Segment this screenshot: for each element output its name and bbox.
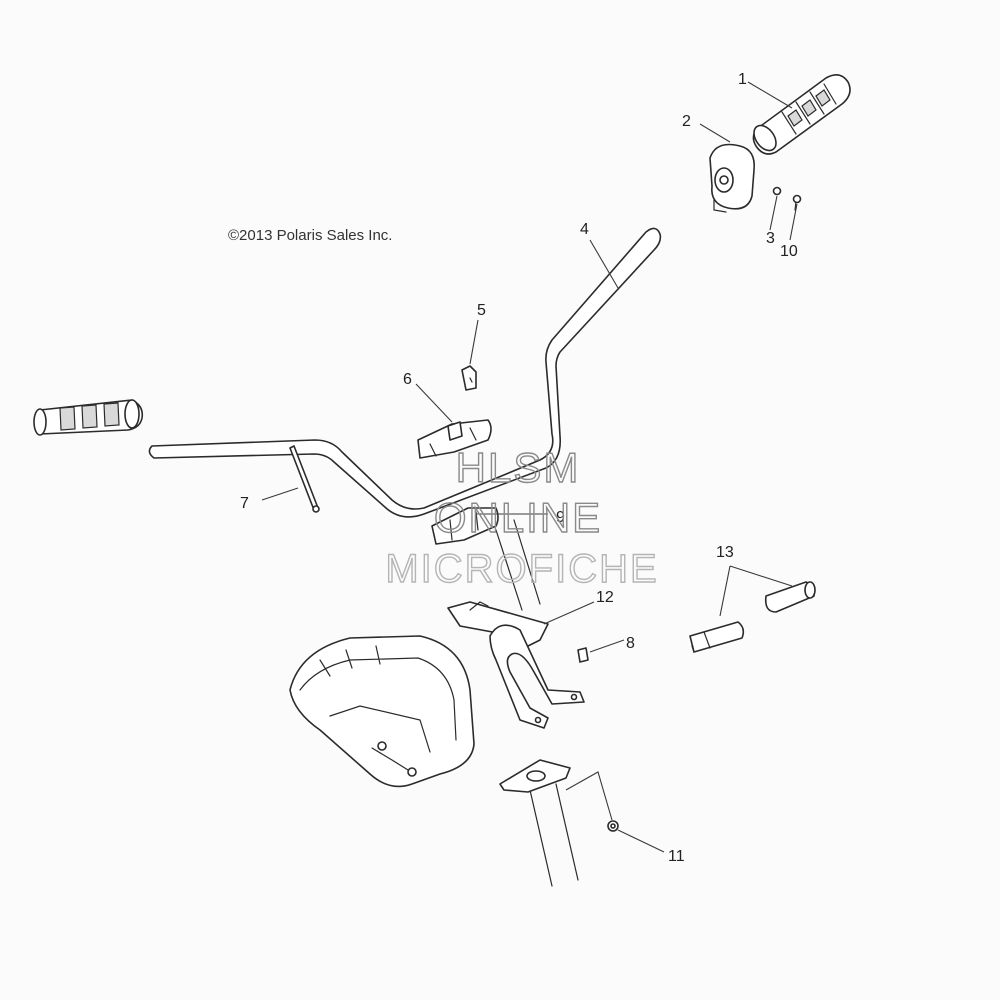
callout-4: 4 (580, 221, 589, 238)
watermark-line-3: MICROFICHE (385, 547, 658, 591)
watermark-line-2: ONLINE (434, 494, 602, 541)
handlebar[interactable] (148, 227, 662, 518)
nut-part-11[interactable] (607, 820, 619, 832)
callout-11: 11 (668, 848, 685, 865)
callout-6: 6 (403, 371, 412, 388)
screw-part-3[interactable] (772, 186, 782, 196)
left-grip[interactable] (33, 399, 144, 436)
column-bracket[interactable] (447, 601, 585, 729)
handlebar-pod[interactable] (289, 635, 475, 788)
lower-clamp[interactable] (431, 507, 499, 545)
upper-clamp[interactable] (417, 419, 492, 459)
steering-column[interactable] (495, 519, 579, 887)
bolt-part-8[interactable] (577, 647, 589, 663)
throttle-housing[interactable] (709, 143, 756, 213)
callout-8: 8 (626, 635, 635, 652)
callout-12: 12 (596, 589, 614, 606)
callout-1: 1 (738, 71, 747, 88)
bolt-part-5[interactable] (461, 365, 477, 391)
watermark: HLSM ONLINE MICROFICHE (385, 443, 658, 591)
callout-labels: 1 2 3 10 4 5 6 7 9 12 8 13 11 (240, 71, 798, 865)
copyright-text: ©2013 Polaris Sales Inc. (228, 227, 392, 244)
callout-2: 2 (682, 113, 691, 130)
screw-part-10[interactable] (792, 194, 802, 211)
right-grip[interactable] (749, 74, 851, 155)
callout-9: 9 (556, 509, 565, 526)
callout-3: 3 (766, 230, 775, 247)
watermark-line-1: HLSM (456, 444, 581, 491)
leader-lines (261, 81, 798, 853)
pad-set[interactable] (689, 581, 816, 653)
callout-7: 7 (240, 495, 249, 512)
pin-part-7[interactable] (289, 445, 320, 513)
callout-13: 13 (716, 544, 734, 561)
column-flange[interactable] (499, 759, 571, 793)
callout-10: 10 (780, 243, 798, 260)
callout-5: 5 (477, 302, 486, 319)
